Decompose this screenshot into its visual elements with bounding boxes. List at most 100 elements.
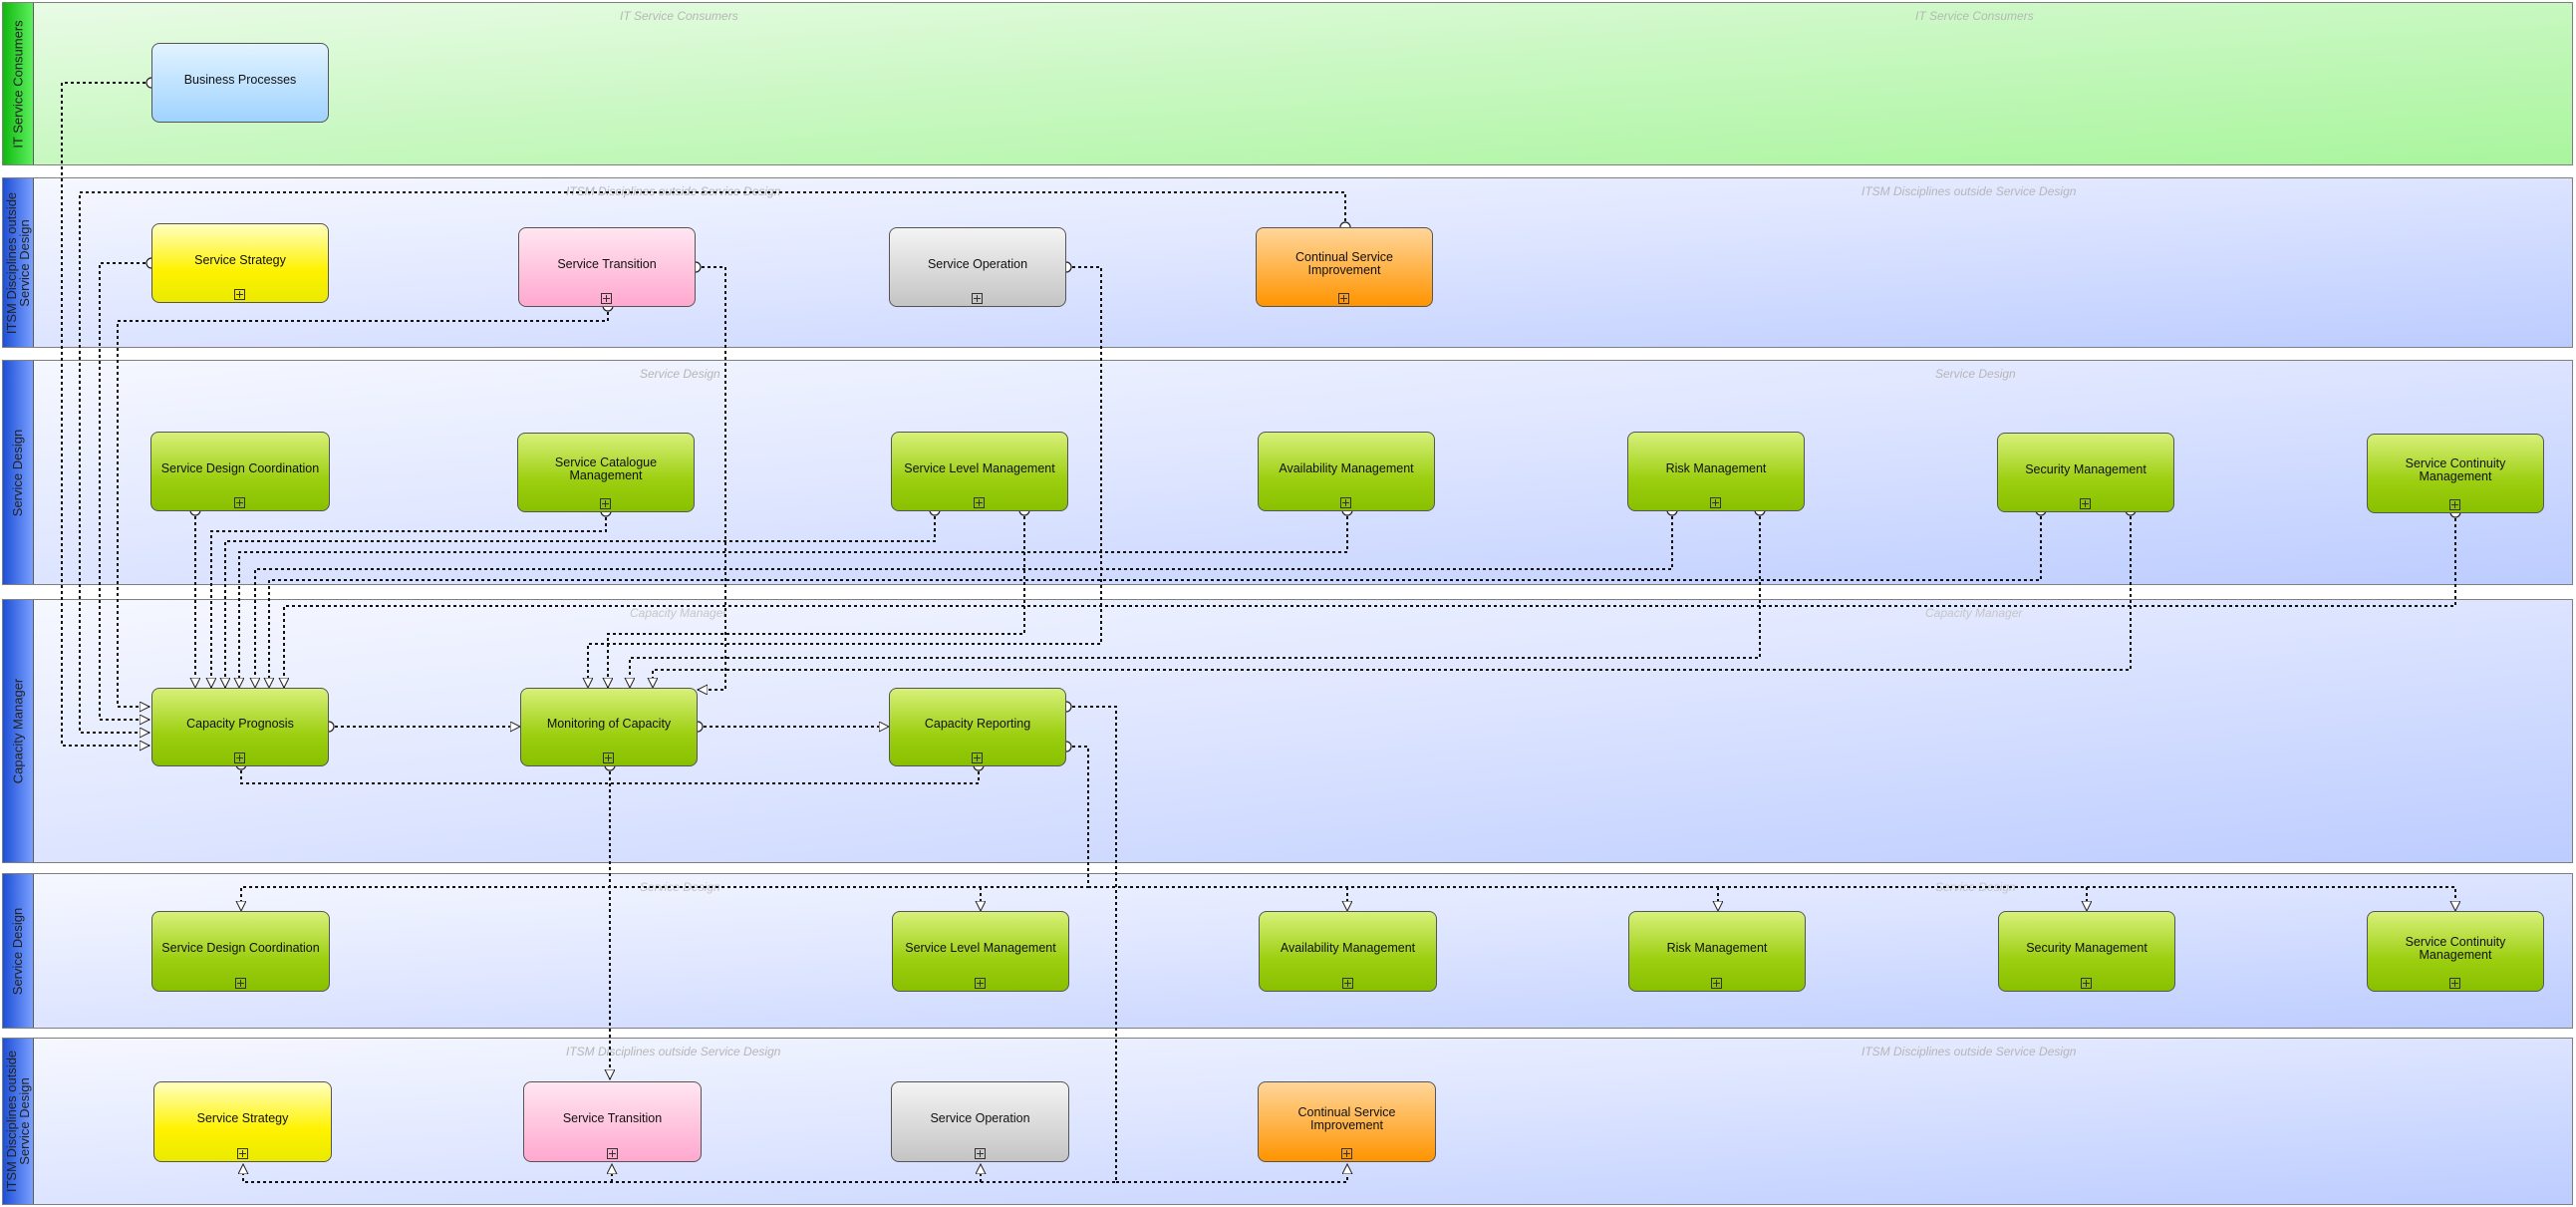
expand-icon[interactable] bbox=[972, 753, 983, 763]
lane-watermark: Capacity Manager bbox=[630, 606, 727, 620]
node-label: Service Design Coordination bbox=[160, 460, 320, 475]
node-label: Continual Service Improvement bbox=[1297, 1104, 1396, 1132]
lane-title: IT Service Consumers bbox=[10, 19, 26, 149]
lane-header: Service Design bbox=[3, 361, 34, 584]
expand-icon[interactable] bbox=[2081, 978, 2092, 989]
lane-watermark: IT Service Consumers bbox=[1915, 9, 2034, 23]
lane-it-service-consumers: IT Service Consumers IT Service Consumer… bbox=[2, 2, 2573, 165]
lane-title: ITSM Disciplines outside Service Design bbox=[4, 191, 33, 334]
node-label: Capacity Reporting bbox=[924, 717, 1031, 731]
node-security-management[interactable]: Security Management bbox=[1998, 911, 2175, 992]
lane-watermark: Capacity Manager bbox=[1925, 606, 2023, 620]
node-label: Monitoring of Capacity bbox=[546, 717, 672, 731]
lane-header: IT Service Consumers bbox=[3, 3, 34, 164]
node-risk-management[interactable]: Risk Management bbox=[1628, 911, 1806, 992]
expand-icon[interactable] bbox=[2449, 499, 2460, 510]
node-service-design-coordination[interactable]: Service Design Coordination bbox=[150, 432, 330, 511]
expand-icon[interactable] bbox=[1711, 978, 1722, 989]
node-service-continuity-management[interactable]: Service Continuity Management bbox=[2367, 434, 2544, 513]
expand-icon[interactable] bbox=[600, 498, 611, 509]
node-label: Service Strategy bbox=[196, 1111, 289, 1125]
lane-watermark: ITSM Disciplines outside Service Design bbox=[1861, 1045, 2077, 1058]
expand-icon[interactable] bbox=[234, 497, 245, 508]
expand-icon[interactable] bbox=[236, 1148, 248, 1159]
expand-icon[interactable] bbox=[2449, 978, 2460, 989]
expand-icon[interactable] bbox=[1338, 293, 1349, 304]
node-monitoring-of-capacity[interactable]: Monitoring of Capacity bbox=[520, 688, 698, 766]
expand-icon[interactable] bbox=[606, 1148, 618, 1159]
expand-icon[interactable] bbox=[1340, 497, 1351, 508]
node-label: Service Continuity Management bbox=[2405, 934, 2506, 962]
node-label: Service Operation bbox=[927, 256, 1028, 271]
node-label: Continual Service Improvement bbox=[1295, 250, 1393, 277]
node-service-transition[interactable]: Service Transition bbox=[523, 1081, 702, 1162]
node-service-strategy[interactable]: Service Strategy bbox=[153, 1081, 332, 1162]
node-service-level-management[interactable]: Service Level Management bbox=[892, 911, 1069, 992]
lane-capacity-manager: Capacity Manager Capacity Manager Capaci… bbox=[2, 599, 2573, 863]
lane-header: Capacity Manager bbox=[3, 600, 34, 862]
node-label: Risk Management bbox=[1665, 460, 1767, 475]
node-capacity-reporting[interactable]: Capacity Reporting bbox=[889, 688, 1066, 766]
node-label: Service Transition bbox=[557, 256, 657, 271]
node-label: Risk Management bbox=[1666, 941, 1768, 955]
node-label: Capacity Prognosis bbox=[186, 717, 294, 731]
node-label: Service Continuity Management bbox=[2405, 456, 2506, 483]
expand-icon[interactable] bbox=[1340, 1148, 1352, 1159]
expand-icon[interactable] bbox=[1341, 978, 1353, 989]
node-service-continuity-management[interactable]: Service Continuity Management bbox=[2367, 911, 2544, 992]
node-label: Availability Management bbox=[1280, 941, 1416, 955]
node-label: Service Level Management bbox=[904, 460, 1055, 475]
node-continual-service-improvement[interactable]: Continual Service Improvement bbox=[1256, 227, 1433, 307]
node-service-catalogue-management[interactable]: Service Catalogue Management bbox=[517, 433, 695, 512]
expand-icon[interactable] bbox=[234, 978, 246, 989]
expand-icon[interactable] bbox=[234, 289, 245, 300]
node-label: Service Level Management bbox=[905, 941, 1056, 955]
node-label: Security Management bbox=[2026, 941, 2147, 955]
node-service-transition[interactable]: Service Transition bbox=[518, 227, 696, 307]
node-security-management[interactable]: Security Management bbox=[1997, 433, 2174, 512]
node-service-operation[interactable]: Service Operation bbox=[891, 1081, 1069, 1162]
node-availability-management[interactable]: Availability Management bbox=[1259, 911, 1437, 992]
lane-header: ITSM Disciplines outside Service Design bbox=[3, 1039, 34, 1204]
node-label: Service Operation bbox=[930, 1111, 1030, 1125]
lane-header: ITSM Disciplines outside Service Design bbox=[3, 178, 34, 347]
node-availability-management[interactable]: Availability Management bbox=[1258, 432, 1435, 511]
expand-icon[interactable] bbox=[2080, 498, 2091, 509]
lane-watermark: ITSM Disciplines outside Service Design bbox=[566, 184, 781, 198]
node-label: Service Transition bbox=[562, 1111, 663, 1125]
expand-icon[interactable] bbox=[234, 753, 245, 763]
node-label: Service Strategy bbox=[194, 252, 286, 267]
lane-title: Service Design bbox=[10, 429, 26, 516]
expand-icon[interactable] bbox=[1710, 497, 1721, 508]
expand-icon[interactable] bbox=[601, 293, 612, 304]
lane-watermark: Service Design bbox=[640, 367, 720, 381]
lane-title: ITSM Disciplines outside Service Design bbox=[4, 1050, 33, 1193]
node-service-level-management[interactable]: Service Level Management bbox=[891, 432, 1068, 511]
lane-header: Service Design bbox=[3, 874, 34, 1028]
node-label: Security Management bbox=[2025, 461, 2147, 476]
node-service-operation[interactable]: Service Operation bbox=[889, 227, 1066, 307]
expand-icon[interactable] bbox=[974, 1148, 986, 1159]
node-risk-management[interactable]: Risk Management bbox=[1627, 432, 1805, 511]
node-label: Availability Management bbox=[1279, 460, 1414, 475]
lane-body: IT Service Consumers IT Service Consumer… bbox=[34, 3, 2572, 164]
expand-icon[interactable] bbox=[975, 978, 986, 989]
node-business-processes[interactable]: Business Processes bbox=[151, 43, 329, 123]
lane-watermark: ITSM Disciplines outside Service Design bbox=[566, 1045, 781, 1058]
lane-title: Capacity Manager bbox=[10, 678, 26, 784]
lane-watermark: Service Design bbox=[1935, 880, 2016, 894]
node-label: Service Design Coordination bbox=[161, 941, 320, 955]
node-label: Service Catalogue Management bbox=[554, 455, 658, 482]
lane-watermark: ITSM Disciplines outside Service Design bbox=[1861, 184, 2077, 198]
lane-title: Service Design bbox=[10, 907, 26, 995]
lane-watermark: Service Design bbox=[1935, 367, 2016, 381]
expand-icon[interactable] bbox=[972, 293, 983, 304]
node-continual-service-improvement[interactable]: Continual Service Improvement bbox=[1258, 1081, 1436, 1162]
expand-icon[interactable] bbox=[603, 753, 614, 763]
expand-icon[interactable] bbox=[974, 497, 985, 508]
node-service-design-coordination[interactable]: Service Design Coordination bbox=[151, 911, 330, 992]
node-capacity-prognosis[interactable]: Capacity Prognosis bbox=[151, 688, 329, 766]
lane-body: Capacity Manager Capacity Manager bbox=[34, 600, 2572, 862]
node-service-strategy[interactable]: Service Strategy bbox=[151, 223, 329, 303]
lane-watermark: Service Design bbox=[640, 880, 720, 894]
